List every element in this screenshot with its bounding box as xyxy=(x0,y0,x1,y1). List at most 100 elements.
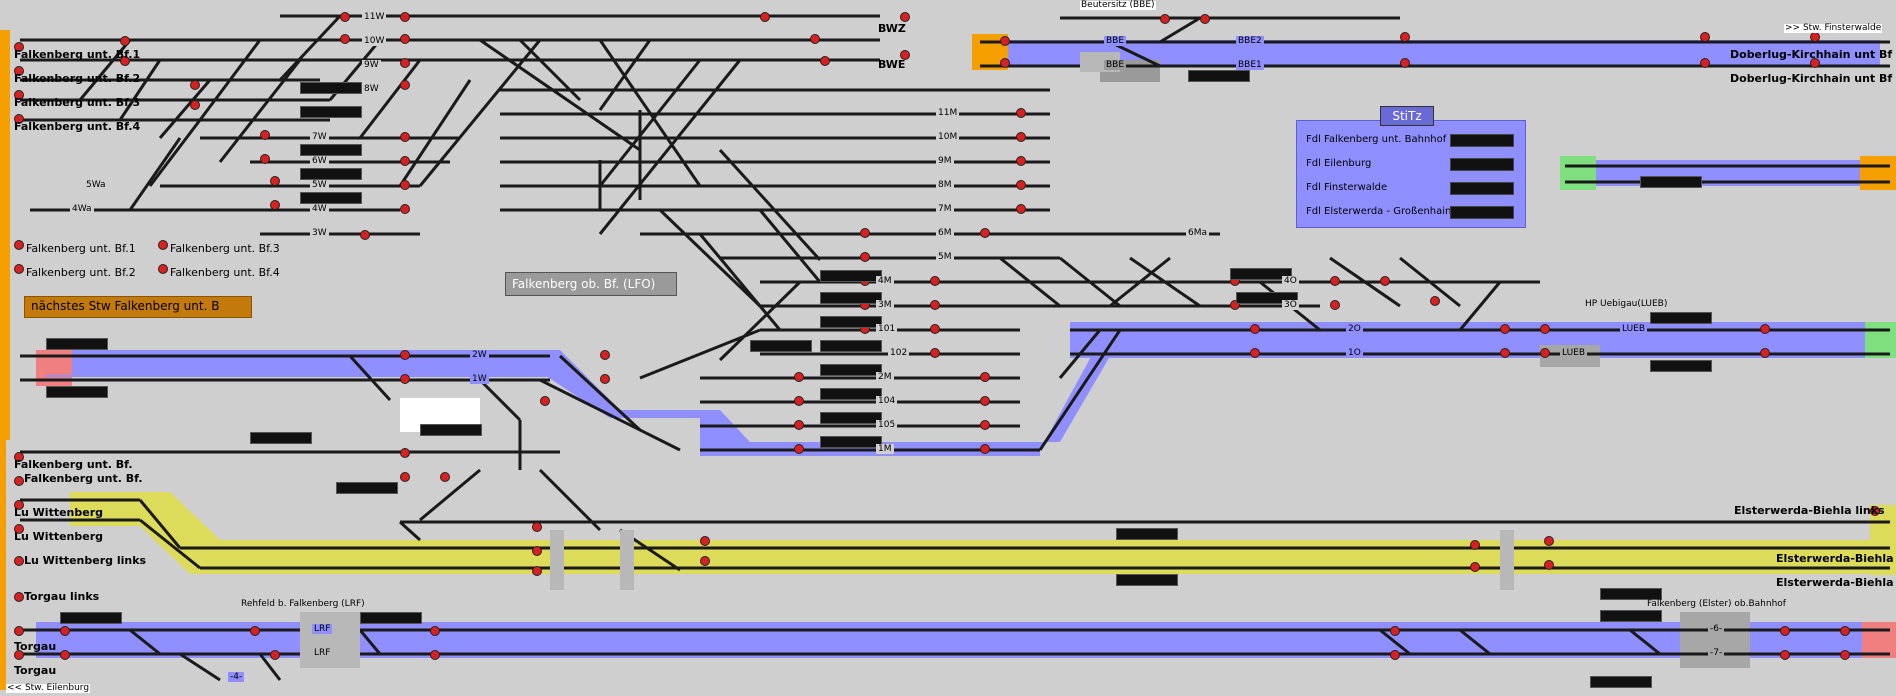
signal-lamp[interactable] xyxy=(1230,300,1240,310)
stitz-row-finsterwalde[interactable]: Fdl Finsterwalde xyxy=(1306,182,1388,193)
signal-lamp[interactable] xyxy=(1840,626,1850,636)
track-9m[interactable]: 9M xyxy=(936,156,954,166)
signal-lamp[interactable] xyxy=(260,154,270,164)
signal-lamp[interactable] xyxy=(794,444,804,454)
signal-lamp[interactable] xyxy=(14,650,24,660)
signal-lamp[interactable] xyxy=(1400,58,1410,68)
exit-falkenberg-unt-bf-b[interactable]: Falkenberg unt. Bf. xyxy=(24,472,143,485)
legend-bf2[interactable]: Falkenberg unt. Bf.2 xyxy=(26,266,136,279)
signal-lamp[interactable] xyxy=(1500,348,1510,358)
signal-lamp[interactable] xyxy=(120,36,130,46)
signal-lamp[interactable] xyxy=(860,228,870,238)
track-102[interactable]: 102 xyxy=(888,348,910,358)
track-6w[interactable]: 6W xyxy=(310,156,329,166)
signal-lamp[interactable] xyxy=(532,566,542,576)
signal-lamp[interactable] xyxy=(14,42,24,52)
track-6[interactable]: -6- xyxy=(1708,624,1725,634)
signal-lamp[interactable] xyxy=(400,472,410,482)
track-10w[interactable]: 10W xyxy=(362,36,387,46)
exit-falkenberg-unt-bf3[interactable]: Falkenberg unt. Bf.3 xyxy=(14,96,141,109)
signal-lamp[interactable] xyxy=(794,372,804,382)
signal-lamp[interactable] xyxy=(14,476,24,486)
signal-lamp[interactable] xyxy=(1250,348,1260,358)
track-bbe-b[interactable]: BBE xyxy=(1104,60,1127,70)
signal-lamp[interactable] xyxy=(14,114,24,124)
signal-lamp[interactable] xyxy=(190,100,200,110)
track-5m[interactable]: 5M xyxy=(936,252,954,262)
exit-doberlug-a[interactable]: Doberlug-Kirchhain unt Bf xyxy=(1730,48,1893,61)
exit-torgau-a[interactable]: Torgau xyxy=(14,640,57,653)
signal-lamp[interactable] xyxy=(158,240,168,250)
signal-lamp[interactable] xyxy=(440,472,450,482)
signal-lamp[interactable] xyxy=(1810,58,1820,68)
signal-lamp[interactable] xyxy=(1330,276,1340,286)
signal-lamp[interactable] xyxy=(14,452,24,462)
signal-lamp[interactable] xyxy=(400,180,410,190)
signal-lamp[interactable] xyxy=(1250,324,1260,334)
signal-lamp[interactable] xyxy=(14,556,24,566)
signal-lamp[interactable] xyxy=(1760,348,1770,358)
signal-lamp[interactable] xyxy=(1390,650,1400,660)
track-7[interactable]: -7- xyxy=(1708,648,1725,658)
track-4[interactable]: -4- xyxy=(228,672,245,682)
track-5w[interactable]: 5W xyxy=(310,180,329,190)
signal-lamp[interactable] xyxy=(400,374,410,384)
signal-lamp[interactable] xyxy=(930,276,940,286)
signal-lamp[interactable] xyxy=(400,12,410,22)
signal-lamp[interactable] xyxy=(1760,324,1770,334)
exit-lu-wittenberg-a[interactable]: Lu Wittenberg xyxy=(14,506,104,519)
signal-lamp[interactable] xyxy=(700,556,710,566)
signal-lamp[interactable] xyxy=(270,200,280,210)
signal-lamp[interactable] xyxy=(980,444,990,454)
signal-lamp[interactable] xyxy=(1330,300,1340,310)
signal-lamp[interactable] xyxy=(980,228,990,238)
signal-lamp[interactable] xyxy=(430,626,440,636)
stitz-row-falkenberg[interactable]: Fdl Falkenberg unt. Bahnhof xyxy=(1306,134,1447,145)
track-1o[interactable]: 1O xyxy=(1346,348,1363,358)
signal-lamp[interactable] xyxy=(980,396,990,406)
signal-lamp[interactable] xyxy=(400,80,410,90)
exit-falkenberg-unt-bf-a[interactable]: Falkenberg unt. Bf. xyxy=(14,458,133,471)
signal-lamp[interactable] xyxy=(1016,156,1026,166)
signal-lamp[interactable] xyxy=(1700,58,1710,68)
next-stw-button[interactable]: nächstes Stw Falkenberg unt. B xyxy=(24,296,252,318)
label-eilenburg[interactable]: << Stw. Eilenburg xyxy=(6,683,91,693)
exit-doberlug-b[interactable]: Doberlug-Kirchhain unt Bf xyxy=(1730,72,1893,85)
track-2m[interactable]: 2M xyxy=(876,372,894,382)
signal-lamp[interactable] xyxy=(14,626,24,636)
signal-lamp[interactable] xyxy=(400,34,410,44)
signal-lamp[interactable] xyxy=(900,50,910,60)
track-101[interactable]: 101 xyxy=(876,324,898,334)
signal-lamp[interactable] xyxy=(14,524,24,534)
signal-lamp[interactable] xyxy=(400,132,410,142)
signal-lamp[interactable] xyxy=(810,34,820,44)
signal-lamp[interactable] xyxy=(980,372,990,382)
signal-lamp[interactable] xyxy=(1544,560,1554,570)
track-7m[interactable]: 7M xyxy=(936,204,954,214)
track-4wa[interactable]: 4Wa xyxy=(70,204,94,214)
exit-torgau-b[interactable]: Torgau xyxy=(14,664,57,677)
signal-lamp[interactable] xyxy=(930,324,940,334)
label-finsterwalde[interactable]: >> Stw. Finsterwalde xyxy=(1784,23,1883,33)
track-3w[interactable]: 3W xyxy=(310,228,329,238)
signal-lamp[interactable] xyxy=(60,650,70,660)
signal-lamp[interactable] xyxy=(1390,626,1400,636)
legend-bf3[interactable]: Falkenberg unt. Bf.3 xyxy=(170,242,280,255)
signal-lamp[interactable] xyxy=(1016,108,1026,118)
signal-lamp[interactable] xyxy=(250,626,260,636)
signal-lamp[interactable] xyxy=(14,592,24,602)
signal-lamp[interactable] xyxy=(430,650,440,660)
track-4w[interactable]: 4W xyxy=(310,204,329,214)
track-5wa[interactable]: 5Wa xyxy=(84,180,108,190)
signal-lamp[interactable] xyxy=(1000,36,1010,46)
track-lueb-2[interactable]: LUEB xyxy=(1560,348,1588,358)
signal-lamp[interactable] xyxy=(1400,32,1410,42)
signal-lamp[interactable] xyxy=(1840,650,1850,660)
signal-lamp[interactable] xyxy=(1780,626,1790,636)
signal-lamp[interactable] xyxy=(760,12,770,22)
signal-lamp[interactable] xyxy=(1016,204,1026,214)
track-11m[interactable]: 11M xyxy=(936,108,960,118)
signal-lamp[interactable] xyxy=(1810,32,1820,42)
exit-elsterwerda-links[interactable]: Elsterwerda-Biehla links xyxy=(1734,504,1885,517)
signal-lamp[interactable] xyxy=(820,56,830,66)
